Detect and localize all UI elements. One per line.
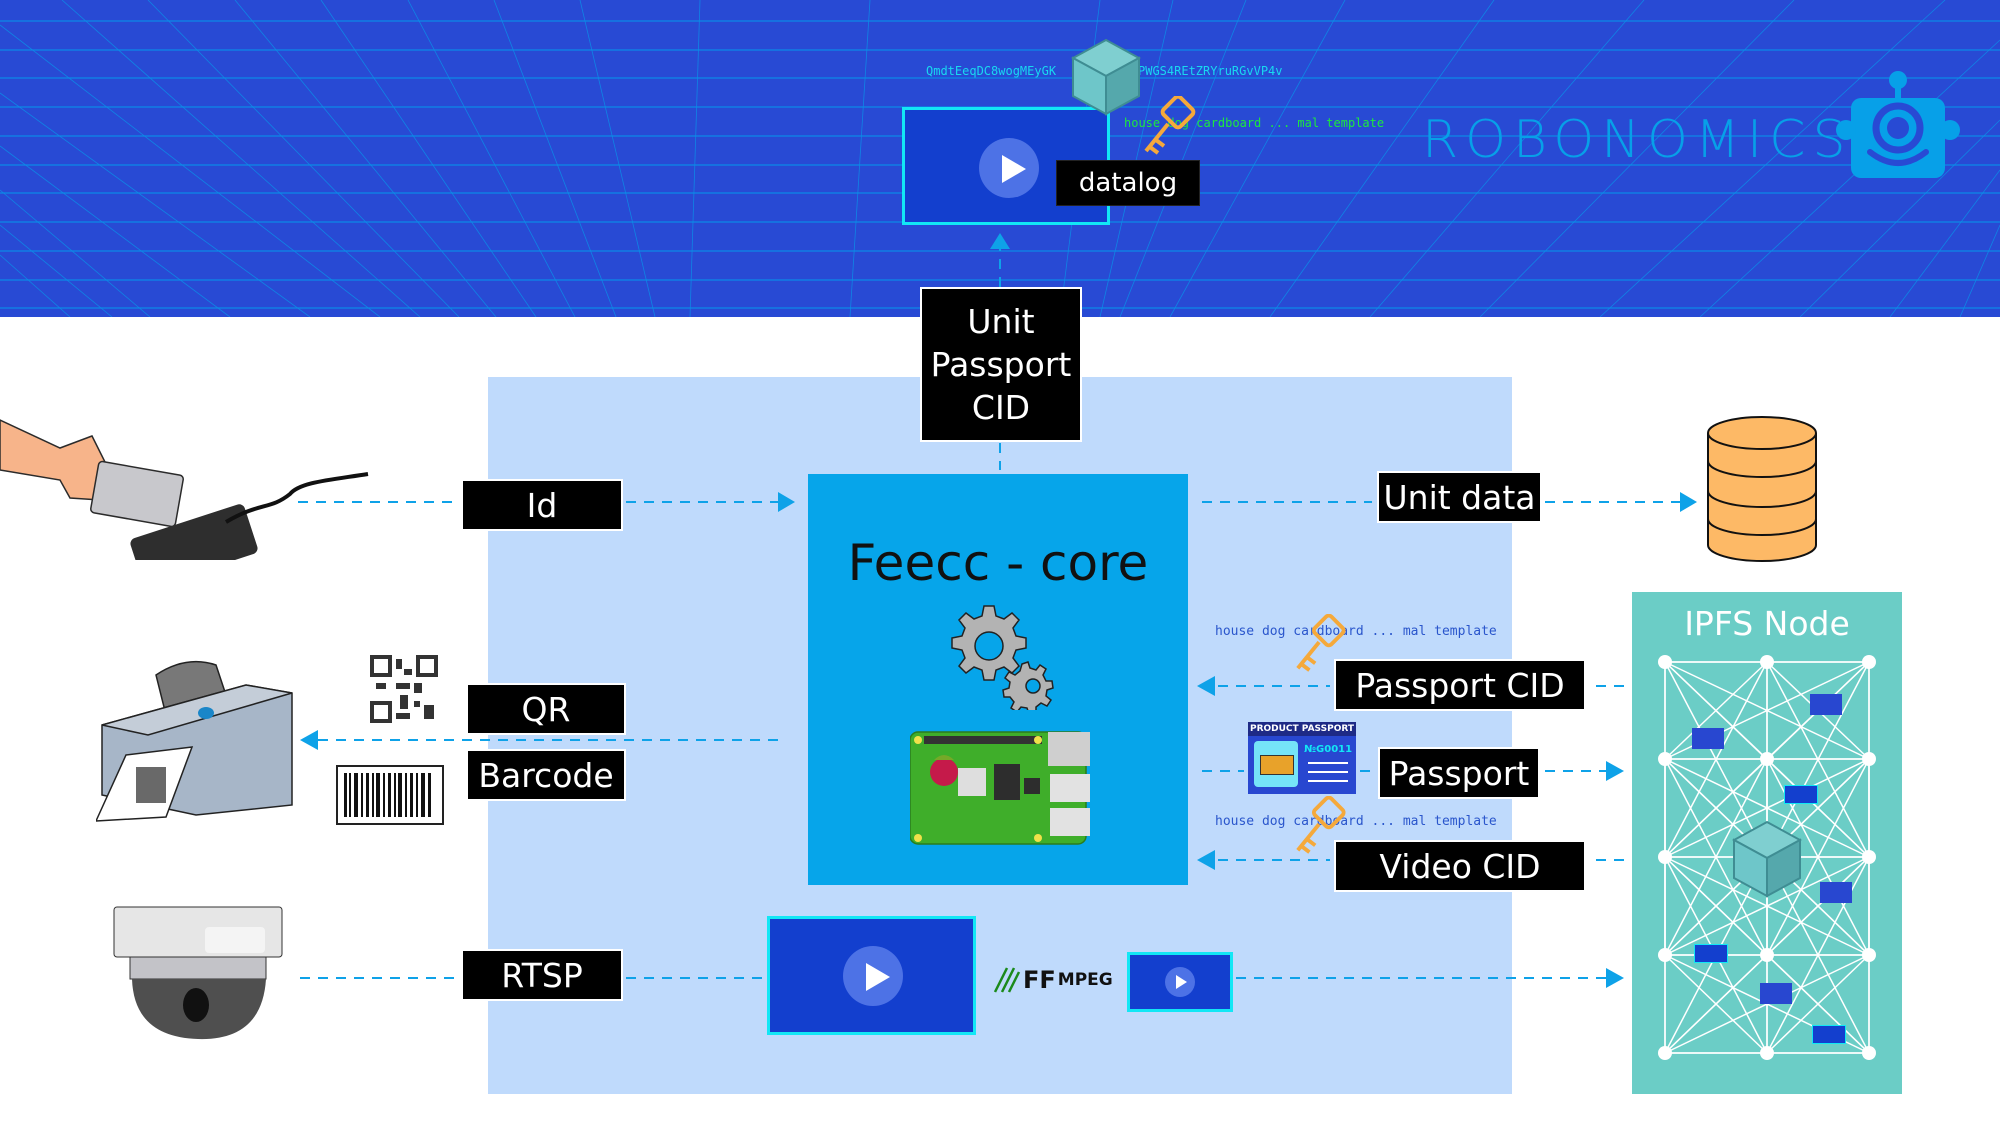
mesh-node bbox=[1658, 752, 1672, 766]
arrowhead-unit-data-db bbox=[1680, 492, 1697, 512]
mesh-node bbox=[1760, 655, 1774, 669]
datalog-label: datalog bbox=[1056, 160, 1200, 206]
key-icon-video-cid bbox=[1296, 796, 1346, 854]
security-camera-icon bbox=[113, 906, 283, 1040]
stored-passport-icon bbox=[1810, 694, 1842, 715]
stored-passport-icon bbox=[1820, 882, 1852, 903]
mesh-node bbox=[1658, 948, 1672, 962]
cid-hash-right: PWGS4REtZRYruRGvVP4v bbox=[1138, 64, 1283, 78]
ffmpeg-mpeg: MPEG bbox=[1057, 970, 1113, 990]
mesh-link bbox=[1664, 954, 1870, 1054]
ffmpeg-ff: FF bbox=[1023, 966, 1056, 994]
gears-icon bbox=[951, 605, 1054, 710]
video-cid-label: Video CID bbox=[1334, 840, 1586, 892]
unit-data-label: Unit data bbox=[1377, 471, 1542, 523]
rfid-card-reader-icon bbox=[0, 419, 369, 560]
rtsp-label: RTSP bbox=[461, 949, 623, 1001]
key-icon bbox=[1144, 96, 1196, 155]
mesh-node bbox=[1862, 1046, 1876, 1060]
product-passport-card[interactable]: PRODUCT PASSPORT №G0011 bbox=[1248, 722, 1356, 794]
arrowhead-video-cid-core bbox=[1197, 850, 1215, 870]
mesh-link bbox=[1664, 758, 1870, 858]
passport-card-header: PRODUCT PASSPORT bbox=[1248, 722, 1356, 736]
mesh-node bbox=[1862, 850, 1876, 864]
arrowhead-passport-ipfs bbox=[1606, 761, 1624, 781]
unit-passport-cid-line-1: Unit bbox=[967, 302, 1035, 341]
passport-cid-mnemonic: house dog cardboard ... mal template bbox=[1215, 624, 1497, 639]
barcode-label: Barcode bbox=[466, 749, 626, 801]
stored-passport-icon bbox=[1760, 983, 1792, 1004]
unit-passport-cid-line-2: Passport bbox=[930, 345, 1072, 384]
database-icon bbox=[1707, 416, 1817, 562]
package-box-icon bbox=[1254, 741, 1298, 787]
robonomics-robot-logo bbox=[1836, 71, 1960, 178]
ffmpeg-stripes-icon bbox=[993, 967, 1021, 993]
qr-code-icon bbox=[370, 655, 438, 723]
mesh-link bbox=[1664, 954, 1768, 1054]
mesh-link bbox=[1664, 856, 1870, 956]
mesh-link bbox=[1766, 954, 1870, 1054]
stored-video-icon bbox=[1694, 944, 1728, 963]
mesh-link bbox=[1664, 661, 1768, 760]
qr-label: QR bbox=[466, 683, 626, 735]
play-icon[interactable] bbox=[1165, 967, 1195, 997]
mesh-node bbox=[1862, 752, 1876, 766]
key-icon-passport-cid bbox=[1296, 614, 1346, 672]
mesh-node bbox=[1760, 1046, 1774, 1060]
mesh-node bbox=[1658, 655, 1672, 669]
mesh-node bbox=[1760, 948, 1774, 962]
barcode-icon bbox=[336, 765, 444, 825]
compressed-video-thumbnail[interactable] bbox=[1127, 952, 1233, 1012]
mesh-link bbox=[1664, 758, 1768, 858]
stored-passport-icon bbox=[1692, 728, 1724, 749]
mesh-node bbox=[1862, 655, 1876, 669]
stored-video-icon bbox=[1812, 1025, 1846, 1044]
ipfs-node-title: IPFS Node bbox=[1684, 604, 1850, 643]
raspberry-pi-board-icon bbox=[910, 731, 1090, 845]
robonomics-wordmark: ROBONOMICS bbox=[1422, 110, 1853, 170]
cid-hash-left: QmdtEeqDC8wogMEyGK bbox=[926, 64, 1057, 78]
id-label: Id bbox=[461, 479, 623, 531]
video-cid-mnemonic: house dog cardboard ... mal template bbox=[1215, 814, 1497, 829]
recorded-video-thumbnail[interactable] bbox=[767, 916, 976, 1035]
passport-card-number: №G0011 bbox=[1304, 744, 1353, 755]
mesh-node bbox=[1862, 948, 1876, 962]
play-icon[interactable] bbox=[979, 138, 1039, 198]
stored-video-icon bbox=[1784, 785, 1818, 804]
label-printer-icon bbox=[96, 660, 293, 822]
arrowhead-printer bbox=[300, 730, 318, 750]
passport-cid-label: Passport CID bbox=[1334, 659, 1586, 711]
ipfs-cube-icon bbox=[1071, 38, 1141, 116]
arrowhead-up-datalog bbox=[990, 233, 1010, 249]
ipfs-cube-icon bbox=[1732, 820, 1802, 898]
core-title: Feecc - core bbox=[847, 534, 1149, 592]
passport-label: Passport bbox=[1378, 747, 1540, 799]
mesh-node bbox=[1658, 850, 1672, 864]
unit-passport-cid-label: Unit Passport CID bbox=[920, 287, 1082, 442]
unit-passport-cid-line-3: CID bbox=[971, 388, 1031, 427]
arrowhead-video-ipfs bbox=[1606, 968, 1624, 988]
ipfs-node-box[interactable]: IPFS Node bbox=[1632, 592, 1902, 1094]
feecc-core-box[interactable]: Feecc - core bbox=[808, 474, 1188, 885]
arrowhead-id-core bbox=[778, 492, 795, 512]
mesh-node bbox=[1658, 1046, 1672, 1060]
arrowhead-passport-cid-core bbox=[1197, 676, 1215, 696]
mesh-node bbox=[1760, 752, 1774, 766]
play-icon[interactable] bbox=[843, 946, 903, 1006]
